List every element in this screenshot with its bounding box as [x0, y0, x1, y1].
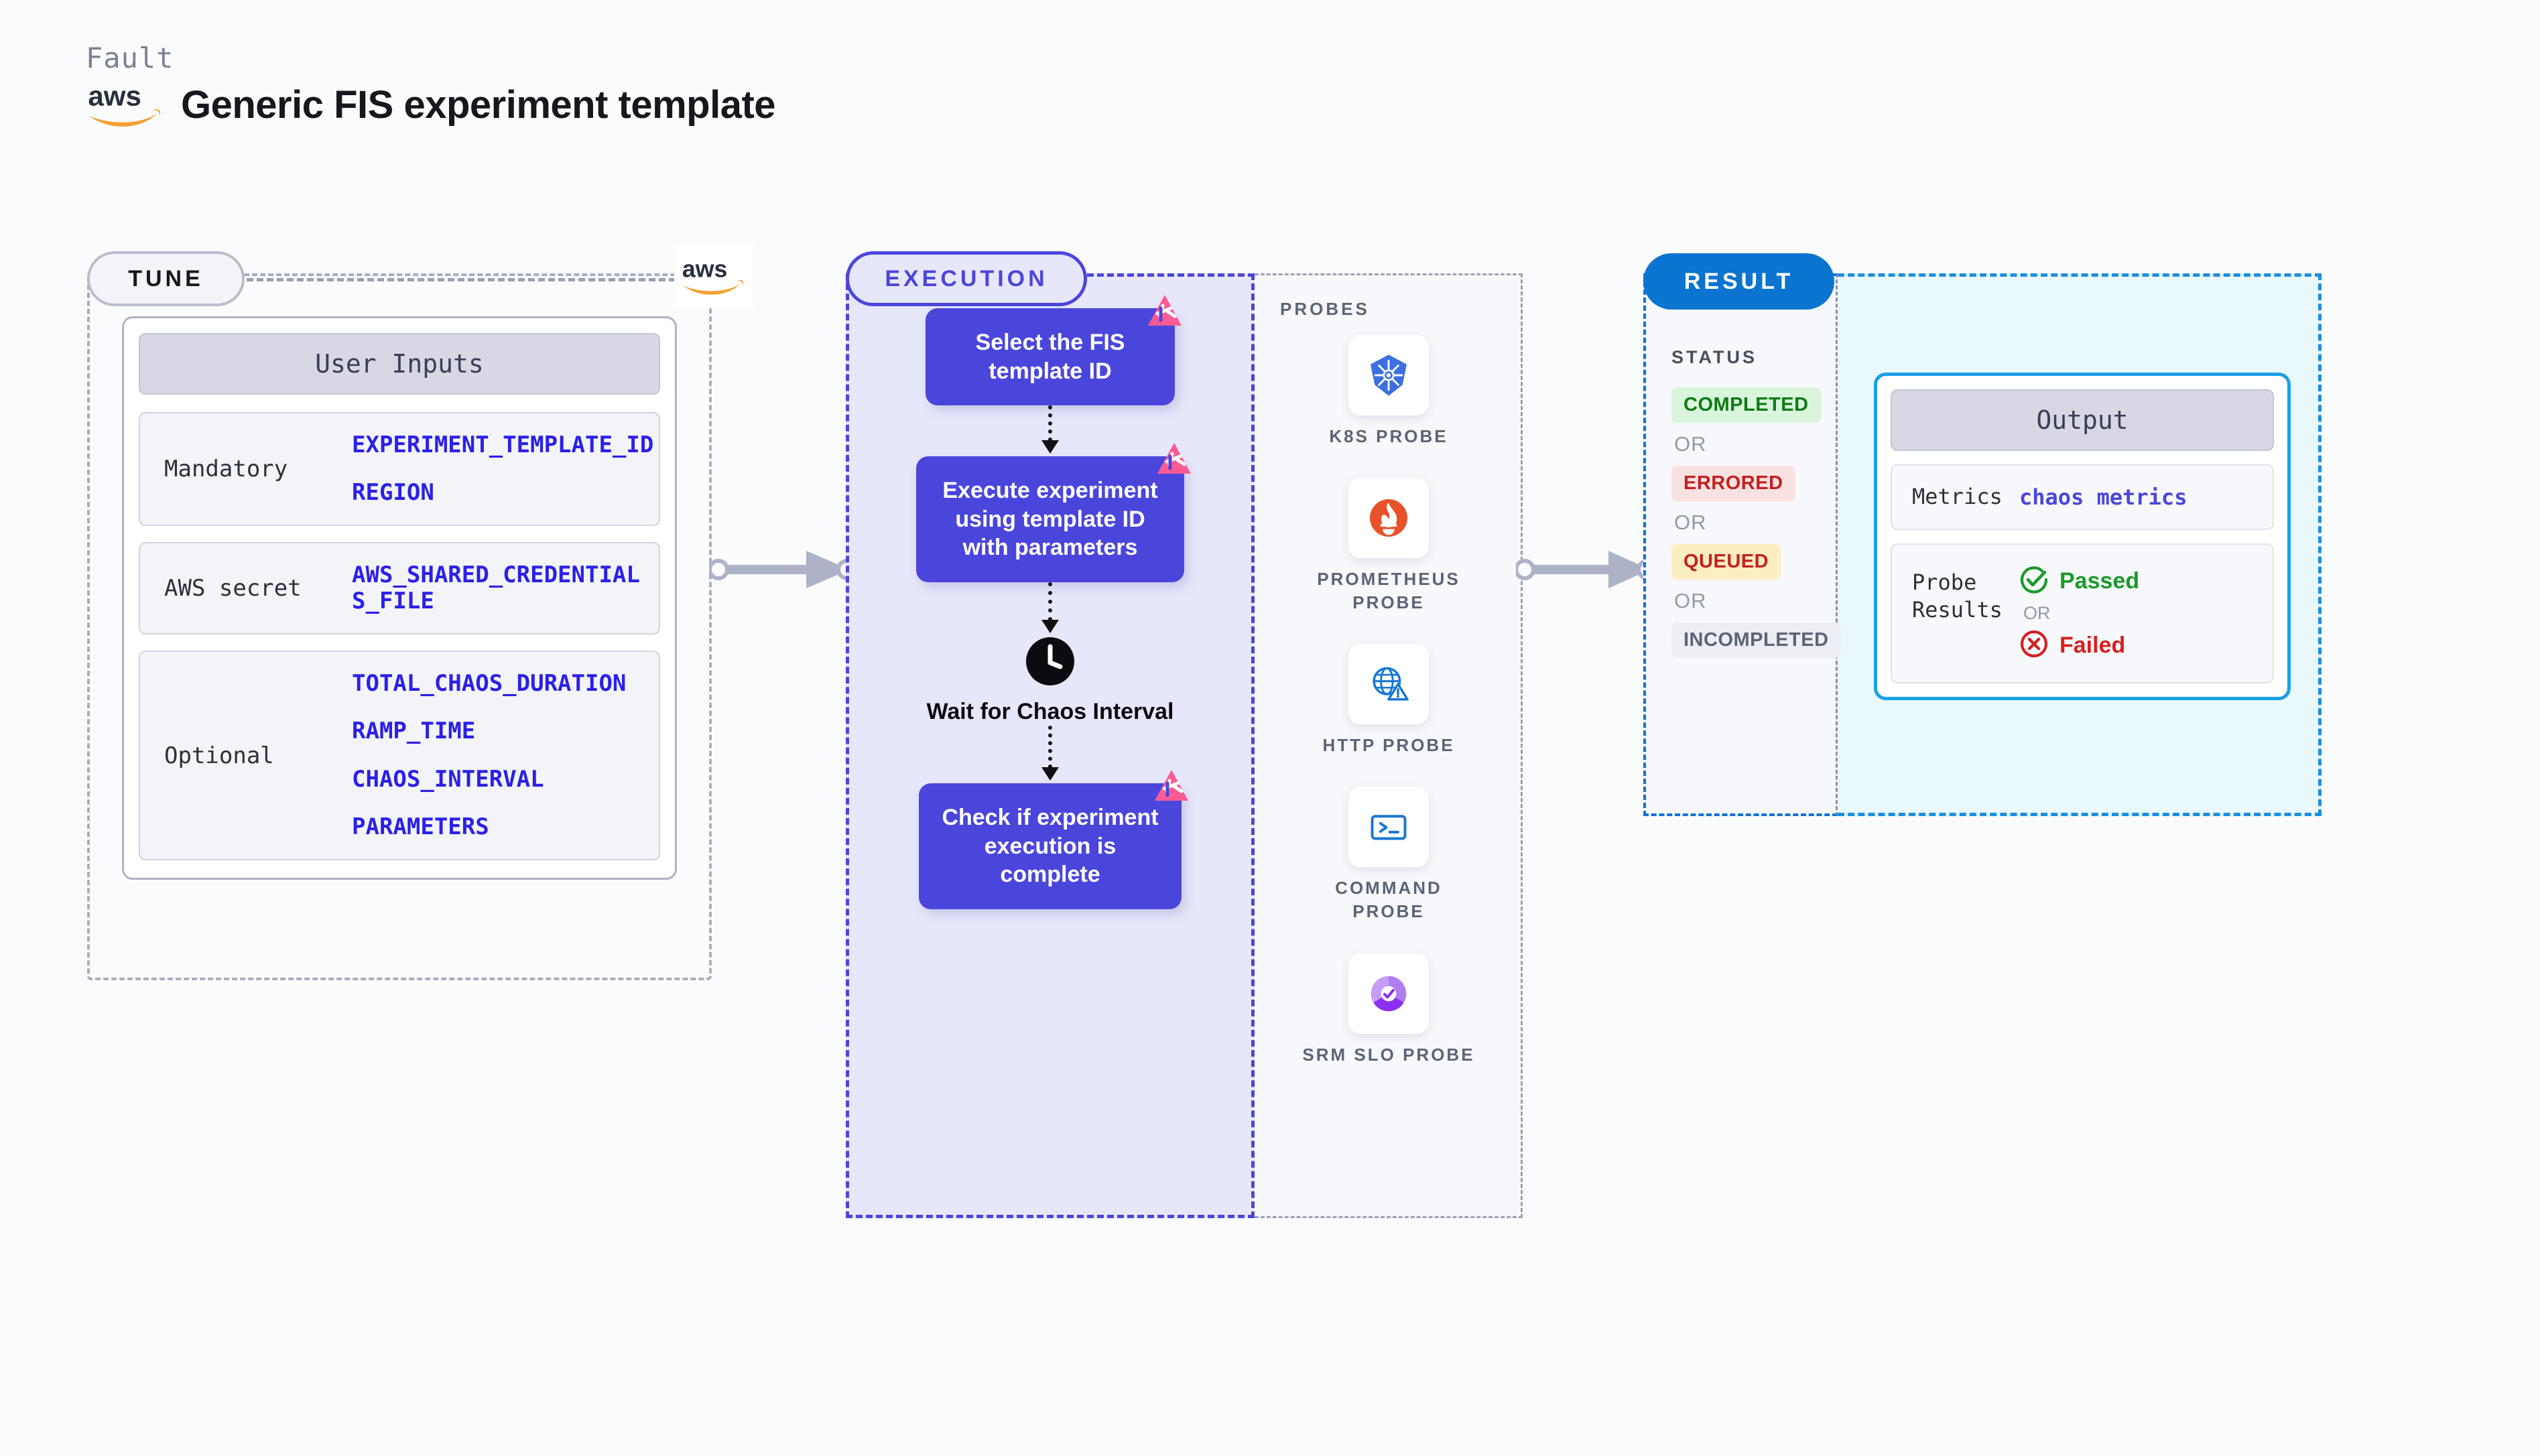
litmus-icon — [1151, 769, 1192, 806]
param-label: Optional — [164, 742, 274, 769]
probe-label: PROMETHEUS PROBE — [1317, 569, 1460, 613]
flow-step-label: Check if experiment execution is complet… — [942, 805, 1159, 887]
probe-item-srm-slo[interactable]: SRM SLO PROBE — [1302, 953, 1474, 1067]
param-value[interactable]: RAMP_TIME — [352, 718, 476, 745]
flow-step-execute-experiment[interactable]: Execute experiment using template ID wit… — [916, 443, 1191, 582]
prometheus-icon — [1348, 478, 1429, 559]
flow-arrow — [1041, 582, 1059, 636]
tune-section-pill[interactable]: TUNE — [87, 251, 245, 306]
or-label: OR — [2023, 602, 2051, 623]
metrics-label: Metrics — [1912, 484, 2003, 509]
probe-result-passed: Passed — [2019, 565, 2139, 598]
output-title: Output — [1891, 389, 2274, 451]
tune-connector-line — [247, 278, 676, 281]
param-row-mandatory: Mandatory EXPERIMENT_TEMPLATE_ID REGION — [139, 412, 660, 527]
svg-text:aws: aws — [682, 255, 727, 282]
probe-item-prometheus[interactable]: PROMETHEUS PROBE — [1301, 478, 1476, 614]
tune-region — [87, 273, 712, 980]
probe-label: COMMAND PROBE — [1335, 878, 1442, 922]
aws-logo-badge: aws — [674, 244, 753, 308]
param-label: Mandatory — [164, 456, 288, 483]
flow-step-label: Execute experiment using template ID wit… — [942, 478, 1158, 560]
svg-text:aws: aws — [88, 80, 141, 112]
connector-execution-to-result — [1514, 536, 1658, 603]
kubernetes-icon — [1348, 335, 1429, 415]
flow-arrow — [1041, 726, 1059, 783]
param-value[interactable]: CHAOS_INTERVAL — [352, 765, 544, 793]
user-inputs-card: User Inputs Mandatory EXPERIMENT_TEMPLAT… — [122, 316, 677, 880]
flow-step-select-template[interactable]: Select the FIS template ID — [926, 295, 1182, 405]
output-card: Output Metrics chaos metrics Probe Resul… — [1874, 373, 2291, 700]
probe-result-failed: Failed — [2019, 629, 2139, 662]
status-badge-errored: ERRORED — [1671, 466, 1795, 501]
probe-label: SRM SLO PROBE — [1302, 1044, 1475, 1065]
http-globe-icon — [1348, 644, 1429, 725]
or-label: OR — [1674, 589, 1707, 612]
failed-label: Failed — [2059, 632, 2126, 658]
probe-results-label: Probe Results — [1912, 569, 2003, 623]
flow-step-check-complete[interactable]: Check if experiment execution is complet… — [919, 770, 1188, 909]
header-eyebrow: Fault — [86, 42, 174, 74]
metrics-value[interactable]: chaos metrics — [2019, 484, 2187, 510]
result-section-pill[interactable]: RESULT — [1643, 253, 1834, 310]
terminal-icon — [1348, 787, 1429, 868]
param-value[interactable]: PARAMETERS — [352, 813, 489, 840]
param-row-aws-secret: AWS secret AWS_SHARED_CREDENTIALS_FILE — [139, 542, 660, 635]
connector-tune-to-execution — [708, 536, 858, 603]
probe-item-http[interactable]: HTTP PROBE — [1322, 644, 1454, 757]
param-label: AWS secret — [164, 575, 302, 602]
probe-label: HTTP PROBE — [1322, 735, 1455, 756]
probe-item-command[interactable]: COMMAND PROBE — [1301, 787, 1476, 923]
execution-section-pill[interactable]: EXECUTION — [846, 251, 1087, 306]
param-value[interactable]: AWS_SHARED_CREDENTIALS_FILE — [352, 561, 640, 615]
probe-label: K8S PROBE — [1329, 426, 1448, 446]
page-header: Fault aws Generic FIS experiment templat… — [86, 42, 776, 131]
srm-slo-icon — [1348, 953, 1429, 1034]
probes-region — [1255, 273, 1523, 1218]
probes-title: PROBES — [1280, 299, 1370, 319]
or-label: OR — [1674, 511, 1707, 534]
flow-arrow — [1041, 405, 1059, 456]
status-badge-incompleted: INCOMPLETED — [1671, 622, 1841, 658]
user-inputs-title: User Inputs — [139, 333, 660, 395]
close-circle-icon — [2019, 629, 2049, 662]
passed-label: Passed — [2059, 568, 2140, 594]
flow-step-label: Select the FIS template ID — [975, 330, 1125, 384]
flow-step-wait-chaos-interval: Wait for Chaos Interval — [926, 636, 1174, 726]
probes-list: K8S PROBE PROMETHEUS PROBE — [1255, 335, 1523, 1067]
aws-logo: aws — [86, 78, 165, 131]
status-list: COMPLETED OR ERRORED OR QUEUED OR INCOMP… — [1671, 387, 1841, 658]
execution-flow: Select the FIS template ID Execute exper… — [846, 295, 1255, 909]
litmus-icon — [1153, 442, 1195, 479]
or-label: OR — [1674, 432, 1707, 456]
litmus-icon — [1144, 293, 1186, 331]
output-row-metrics: Metrics chaos metrics — [1891, 464, 2274, 530]
page-title: Generic FIS experiment template — [181, 82, 776, 127]
probe-item-k8s[interactable]: K8S PROBE — [1329, 335, 1448, 448]
flow-step-label: Wait for Chaos Interval — [926, 698, 1174, 724]
param-value[interactable]: REGION — [352, 479, 434, 507]
param-value[interactable]: TOTAL_CHAOS_DURATION — [352, 670, 627, 698]
check-circle-icon — [2019, 565, 2049, 598]
output-row-probe-results: Probe Results Passed OR — [1891, 543, 2274, 683]
param-row-optional: Optional TOTAL_CHAOS_DURATION RAMP_TIME … — [139, 651, 660, 860]
param-value[interactable]: EXPERIMENT_TEMPLATE_ID — [352, 432, 654, 458]
status-badge-queued: QUEUED — [1671, 544, 1781, 580]
status-badge-completed: COMPLETED — [1671, 387, 1821, 423]
clock-icon — [1025, 636, 1076, 687]
status-title: STATUS — [1671, 347, 1757, 367]
